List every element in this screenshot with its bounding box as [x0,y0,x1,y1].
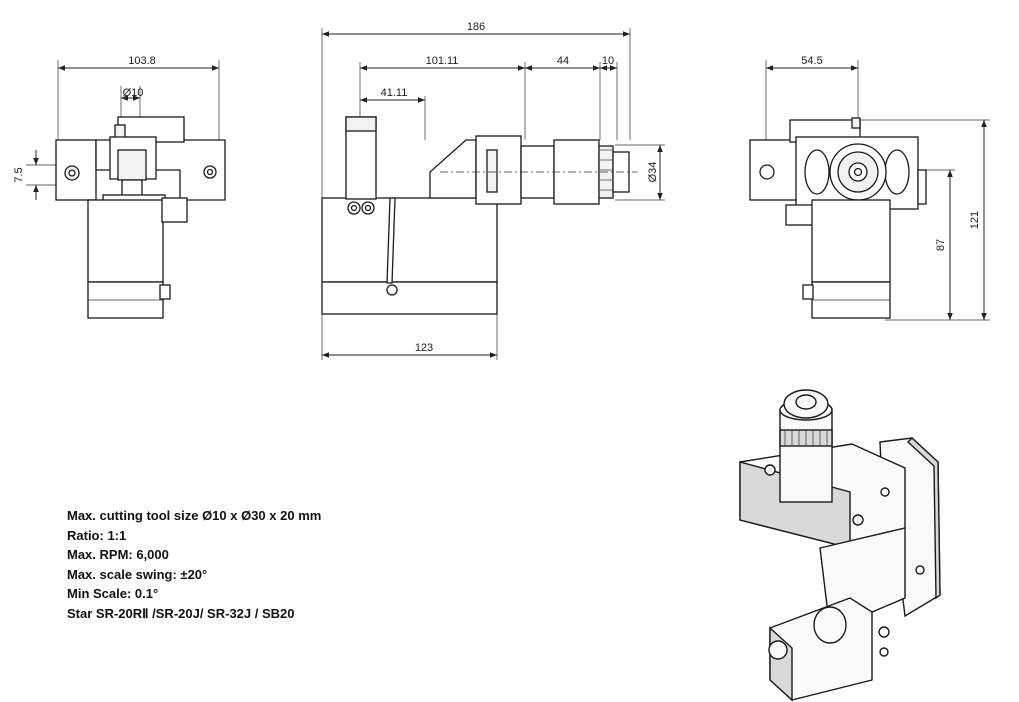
rear-height-total-label: 121 [969,211,981,229]
rear-height-87-label: 87 [935,239,947,251]
spec-compatible-machines: Star SR-20RⅡ /SR-20J/ SR-32J / SB20 [67,605,295,621]
spec-scale-swing: Max. scale swing: ±20° [67,566,208,582]
side-10-label: 10 [602,55,614,67]
side-101-label: 101.11 [426,55,459,67]
side-base-label: 123 [415,342,433,354]
front-view: 103.8 Ø10 7.5 [13,55,226,319]
side-view: 186 101.11 44 10 41.11 123 Ø34 [321,21,665,360]
side-dia34-label: Ø34 [647,162,659,183]
spec-ratio: Ratio: 1:1 [67,527,127,543]
side-44-label: 44 [557,55,569,67]
front-width-label: 103.8 [128,55,156,67]
isometric-view [739,389,941,702]
spec-min-scale: Min Scale: 0.1° [67,586,159,602]
spec-tool-size: Max. cutting tool size Ø10 x Ø30 x 20 mm [67,508,322,523]
rear-width-label: 54.5 [801,55,822,67]
rear-view: 54.5 121 87 [749,55,990,321]
spec-list: Max. cutting tool size Ø10 x Ø30 x 20 mm… [67,506,321,624]
front-offset-label: 7.5 [13,167,25,182]
side-41-label: 41.11 [381,87,408,99]
side-total-label: 186 [467,21,485,33]
spec-max-rpm: Max. RPM: 6,000 [67,547,169,563]
front-dia-label: Ø10 [123,87,144,99]
